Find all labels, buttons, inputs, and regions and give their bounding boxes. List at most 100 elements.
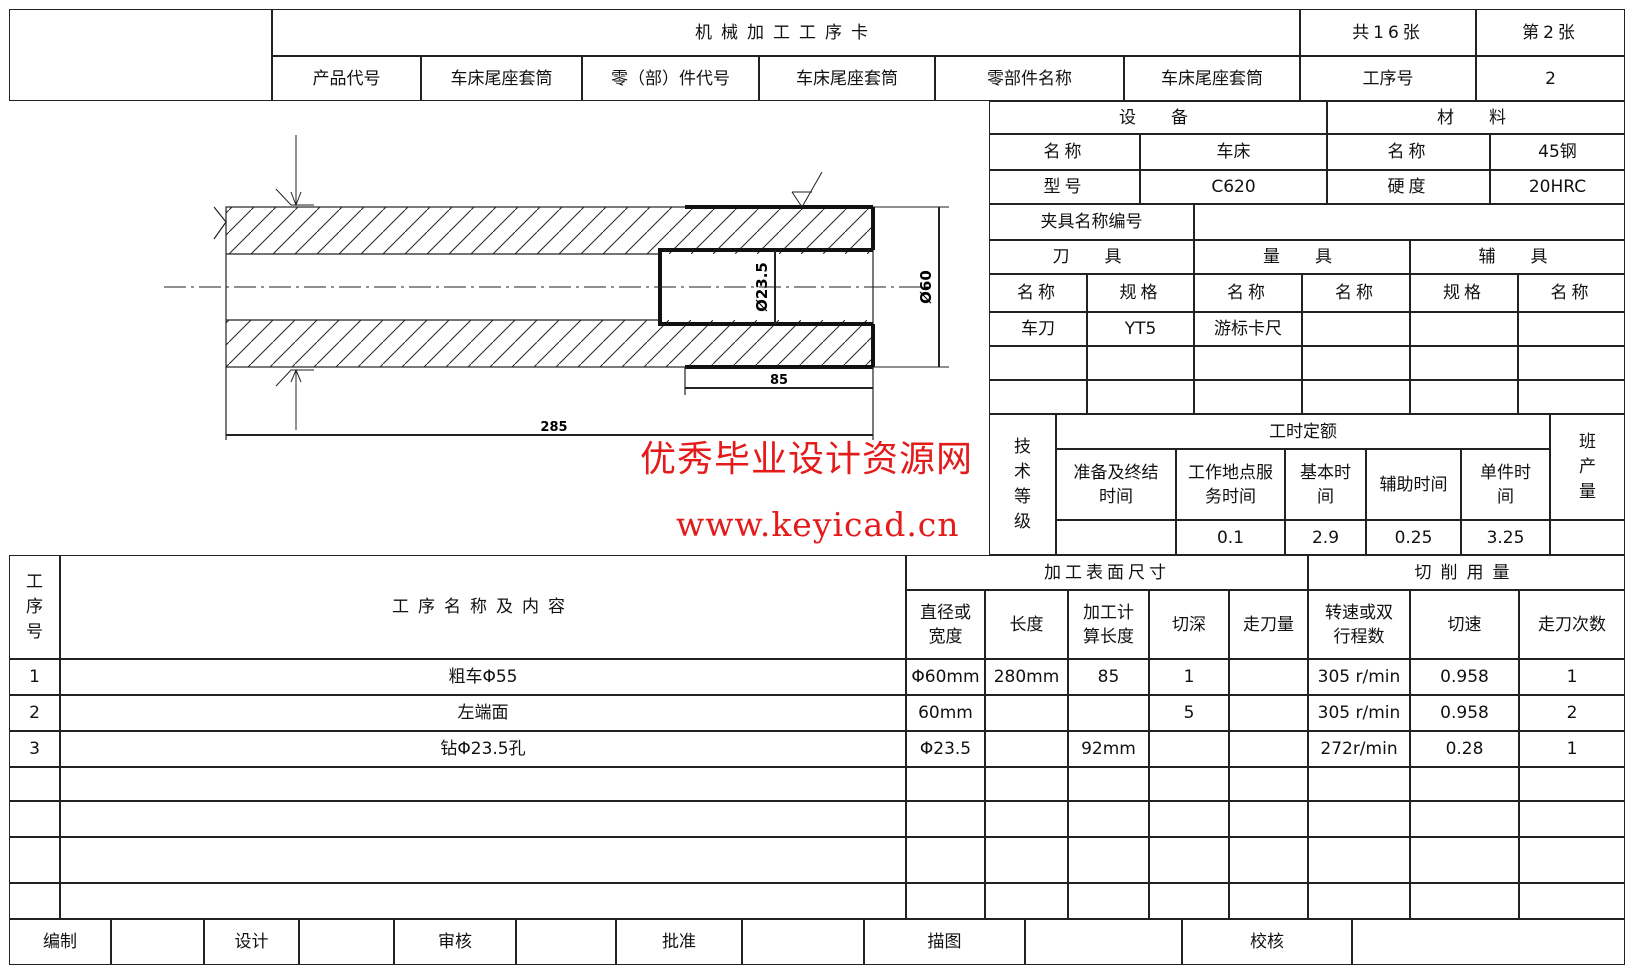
- op-content-cell: 左端面: [60, 695, 906, 731]
- equipment-model-label: 型号: [989, 170, 1140, 204]
- op-cell: [906, 883, 985, 919]
- op-cell: [1229, 837, 1308, 883]
- time-col-label-3: 基本时 间: [1285, 449, 1366, 520]
- op-cell: [1229, 801, 1308, 837]
- op-cell: 0.958: [1410, 659, 1519, 695]
- signature-field: [1025, 919, 1182, 965]
- time-value-5: 3.25: [1461, 520, 1550, 555]
- tool-cell: [1302, 346, 1410, 380]
- op-cell: [1149, 731, 1229, 767]
- tool-cell: [1302, 312, 1410, 346]
- op-cell: [1229, 767, 1308, 801]
- op-cell: [1308, 767, 1410, 801]
- part-drawing: Ø60 Ø23.5 85 285: [164, 135, 949, 440]
- header-field-5: 零部件名称: [935, 56, 1124, 101]
- tool-col-label-4: 名称: [1302, 274, 1410, 312]
- sheet-number: 第2张: [1476, 9, 1625, 56]
- header-field-8: 2: [1476, 56, 1625, 101]
- op-cell: 280mm: [985, 659, 1068, 695]
- tool-cell: [989, 380, 1087, 414]
- signature-field: [299, 919, 394, 965]
- signature-label: 校核: [1182, 919, 1352, 965]
- time-value-3: 2.9: [1285, 520, 1366, 555]
- surface-size-header: 加工表面尺寸: [906, 555, 1308, 590]
- signature-field: [742, 919, 864, 965]
- op-cell: [1519, 801, 1625, 837]
- dimension-lines: [225, 206, 949, 440]
- op-cell: 92mm: [1068, 731, 1149, 767]
- op-col-label-1: 直径或 宽度: [906, 590, 985, 659]
- signature-field: [1352, 919, 1625, 965]
- tool-cell: [1194, 346, 1302, 380]
- op-cell: 1: [1149, 659, 1229, 695]
- op-col-label-8: 走刀次数: [1519, 590, 1625, 659]
- op-cell: [9, 883, 60, 919]
- signature-label: 编制: [9, 919, 111, 965]
- equipment-name-value: 车床: [1140, 134, 1327, 170]
- tool-cell: [1518, 346, 1625, 380]
- tech-grade-label: 技 术 等 级: [989, 414, 1056, 555]
- tool-cell: [1410, 346, 1518, 380]
- op-cell: 1: [9, 659, 60, 695]
- dim-total-length: 285: [540, 420, 567, 435]
- op-cell: 0.28: [1410, 731, 1519, 767]
- header-field-3: 零（部）件代号: [582, 56, 759, 101]
- header-blank-cell: [9, 9, 272, 101]
- op-cell: 1: [1519, 731, 1625, 767]
- op-col-label-2: 长度: [985, 590, 1068, 659]
- op-cell: [9, 801, 60, 837]
- op-cell: [1308, 883, 1410, 919]
- time-value-1: [1056, 520, 1176, 555]
- material-hardness-value: 20HRC: [1490, 170, 1625, 204]
- dim-step-length: 85: [770, 373, 788, 388]
- op-cell: Φ60mm: [906, 659, 985, 695]
- tool-col-label-1: 名称: [989, 274, 1087, 312]
- header-field-2: 车床尾座套筒: [421, 56, 582, 101]
- material-header: 材 料: [1327, 101, 1625, 134]
- op-col-label-7: 切速: [1410, 590, 1519, 659]
- op-cell: [1149, 767, 1229, 801]
- fixture-label: 夹具名称编号: [989, 204, 1194, 240]
- op-col-label-3: 加工计 算长度: [1068, 590, 1149, 659]
- time-col-label-1: 准备及终结 时间: [1056, 449, 1176, 520]
- op-col-label-4: 切深: [1149, 590, 1229, 659]
- op-cell: [906, 767, 985, 801]
- material-name-label: 名称: [1327, 134, 1490, 170]
- op-content-cell: [60, 801, 906, 837]
- tool-cell: [1410, 380, 1518, 414]
- op-cell: [1308, 801, 1410, 837]
- equipment-name-label: 名称: [989, 134, 1140, 170]
- op-cell: [1068, 837, 1149, 883]
- tool-cell: [1518, 312, 1625, 346]
- tool-cell: [1194, 380, 1302, 414]
- op-cell: [985, 767, 1068, 801]
- watermark-site-name: 优秀毕业设计资源网: [640, 439, 974, 480]
- op-cell: [985, 883, 1068, 919]
- tool-cell: [1087, 380, 1194, 414]
- op-content-cell: [60, 767, 906, 801]
- op-cell: 85: [1068, 659, 1149, 695]
- card-title: 机械加工工序卡: [272, 9, 1300, 56]
- dim-bore-diameter: Ø23.5: [753, 262, 771, 312]
- tool-col-label-5: 规格: [1410, 274, 1518, 312]
- op-cell: [9, 837, 60, 883]
- op-cell: [9, 767, 60, 801]
- op-cell: [1308, 837, 1410, 883]
- time-col-label-5: 单件时 间: [1461, 449, 1550, 520]
- signature-field: [111, 919, 204, 965]
- header-field-4: 车床尾座套筒: [759, 56, 935, 101]
- tool-cell: 车刀: [989, 312, 1087, 346]
- tool-cell: YT5: [1087, 312, 1194, 346]
- op-no-header: 工 序 号: [9, 555, 60, 659]
- op-cell: [1229, 695, 1308, 731]
- aux-header: 辅 具: [1410, 240, 1625, 274]
- signature-label: 描图: [864, 919, 1025, 965]
- header-field-1: 产品代号: [272, 56, 421, 101]
- shift-output-label: 班 产 量: [1550, 414, 1625, 520]
- op-content-cell: [60, 883, 906, 919]
- time-value-2: 0.1: [1176, 520, 1285, 555]
- op-cell: [1068, 695, 1149, 731]
- tool-cell: [1302, 380, 1410, 414]
- dim-outer-diameter: Ø60: [917, 270, 935, 304]
